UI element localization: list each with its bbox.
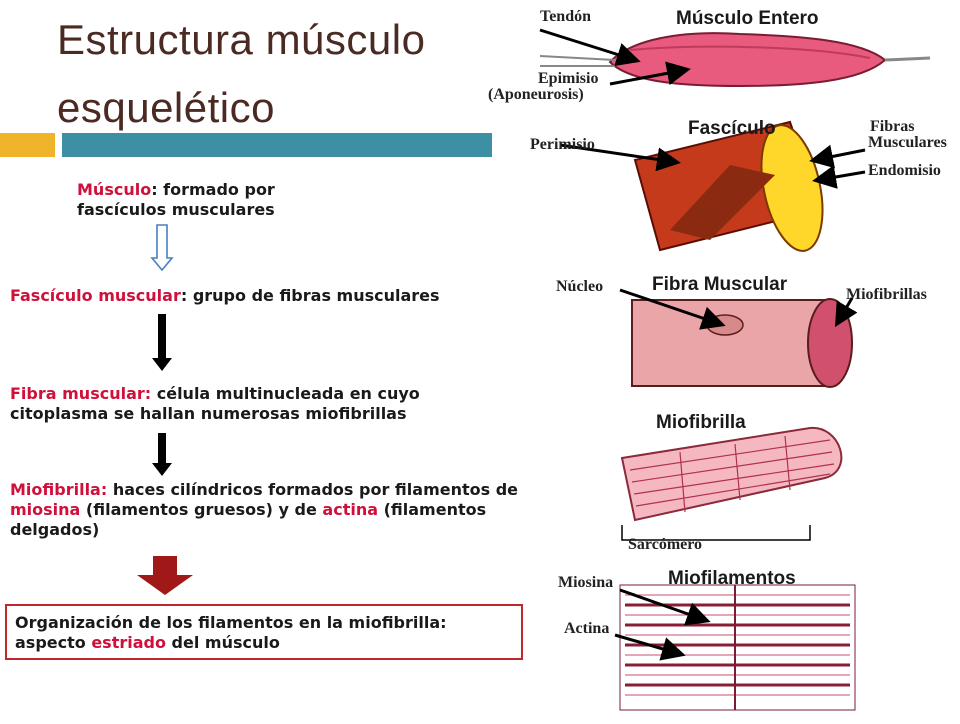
desc-miofibrilla-1: haces cilíndricos formados por filamento… [107,480,519,499]
red-down-arrow-icon [137,556,193,595]
label-sarcomero: Sarcómero [628,536,703,553]
term-miofibrilla: Miofibrilla: [10,480,108,499]
accent-bar-yellow [0,133,55,157]
term-musculo: Músculo [77,180,152,199]
label-miosina: Miosina [558,574,614,591]
term-fibra: Fibra muscular: [10,384,152,403]
muscle-illustration: Tendón Músculo Entero Epimisio (Aponeuro… [480,0,960,720]
myofilaments-drawing [614,584,856,711]
heading-miofilamentos: Miofilamentos [668,568,796,589]
term-actina: actina [322,500,379,519]
muscle-fiber-drawing [619,288,858,388]
conclusion-box: Organización de los filamentos en la mio… [5,604,523,660]
step-fibra: Fibra muscular: célula multinucleada en … [10,384,500,424]
black-down-arrow-icon [152,314,172,371]
hollow-down-arrow-icon [150,224,174,272]
label-epimisio: Epimisio [538,70,599,87]
heading-musculo-entero: Músculo Entero [676,8,819,29]
label-endomisio: Endomisio [868,162,941,179]
label-nucleo: Núcleo [556,278,604,295]
conclusion-pre: Organización de los filamentos en la mio… [15,613,447,652]
term-fasciculo: Fascículo muscular [10,286,181,305]
term-miosina: miosina [10,500,81,519]
heading-miofibrilla: Miofibrilla [656,412,746,433]
conclusion-post: del músculo [165,633,280,652]
label-musculares: Musculares [868,134,947,151]
heading-fibra-muscular: Fibra Muscular [652,274,788,295]
label-aponeurosis: (Aponeurosis) [488,86,584,103]
heading-fasciculo: Fascículo [688,118,776,139]
accent-bar-teal [62,133,492,157]
label-perimisio: Perimisio [530,136,595,153]
fascicle-drawing [559,120,866,252]
label-tendon: Tendón [540,8,591,25]
conclusion-text: Organización de los filamentos en la mio… [15,613,513,653]
muscle-hierarchy-svg [539,28,931,711]
label-miofibrillas: Miofibrillas [846,286,927,303]
desc-miofibrilla-3: (filamentos delgados) [10,500,487,539]
black-down-arrow-icon [152,433,172,476]
step-fasciculo: Fascículo muscular: grupo de fibras musc… [10,286,530,306]
page-title: Estructura músculo esquelético [57,16,426,131]
whole-muscle-drawing [539,28,931,88]
term-estriado: estriado [91,633,166,652]
label-fibras: Fibras [870,118,915,135]
label-actina: Actina [564,620,610,637]
desc-fibra: célula multinucleada en cuyo citoplasma … [10,384,420,423]
myofibril-drawing [620,426,843,541]
desc-fasciculo: : grupo de fibras musculares [180,286,440,305]
desc-miofibrilla-2: (filamentos gruesos) y de [80,500,323,519]
desc-musculo: : formado por fascículos musculares [77,180,275,219]
step-miofibrilla: Miofibrilla: haces cilíndricos formados … [10,480,520,540]
step-musculo: Músculo: formado por fascículos muscular… [77,180,327,220]
